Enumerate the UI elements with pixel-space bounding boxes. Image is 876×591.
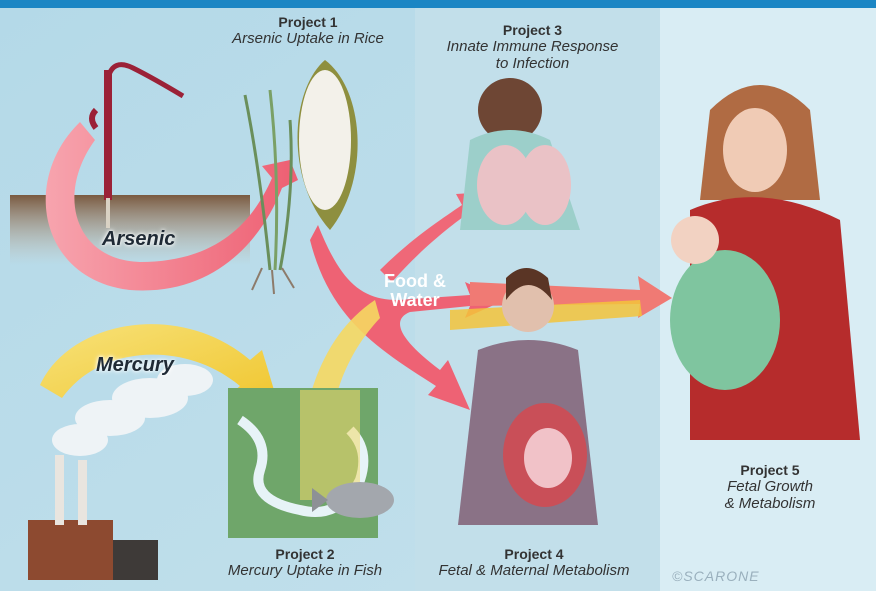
project-3-subtitle-line1: Innate Immune Response xyxy=(420,38,645,55)
project-1-title: Project 1 xyxy=(218,14,398,30)
project-2-subtitle: Mercury Uptake in Fish xyxy=(205,562,405,579)
top-bar xyxy=(0,0,876,8)
project-5-subtitle-line1: Fetal Growth xyxy=(708,478,832,495)
project-3-title: Project 3 xyxy=(420,22,645,38)
project-2-label: Project 2 Mercury Uptake in Fish xyxy=(205,546,405,579)
project-5-subtitle-line2: & Metabolism xyxy=(708,495,832,512)
food-water-line1: Food & xyxy=(384,271,446,291)
project-3-subtitle-line2: to Infection xyxy=(420,55,645,72)
food-water-line2: Water xyxy=(390,290,439,310)
project-3-label: Project 3 Innate Immune Response to Infe… xyxy=(420,22,645,73)
project-4-title: Project 4 xyxy=(420,546,648,562)
arsenic-label: Arsenic xyxy=(102,228,175,251)
project-4-label: Project 4 Fetal & Maternal Metabolism xyxy=(420,546,648,579)
project-1-label: Project 1 Arsenic Uptake in Rice xyxy=(218,14,398,47)
project-2-title: Project 2 xyxy=(205,546,405,562)
food-water-label: Food & Water xyxy=(370,272,460,310)
project-4-subtitle: Fetal & Maternal Metabolism xyxy=(420,562,648,579)
project-5-title: Project 5 xyxy=(708,462,832,478)
project-5-label: Project 5 Fetal Growth & Metabolism xyxy=(708,462,832,513)
mercury-label: Mercury xyxy=(96,354,174,377)
artist-signature: ©SCARONE xyxy=(672,568,760,584)
project-1-subtitle: Arsenic Uptake in Rice xyxy=(218,30,398,47)
